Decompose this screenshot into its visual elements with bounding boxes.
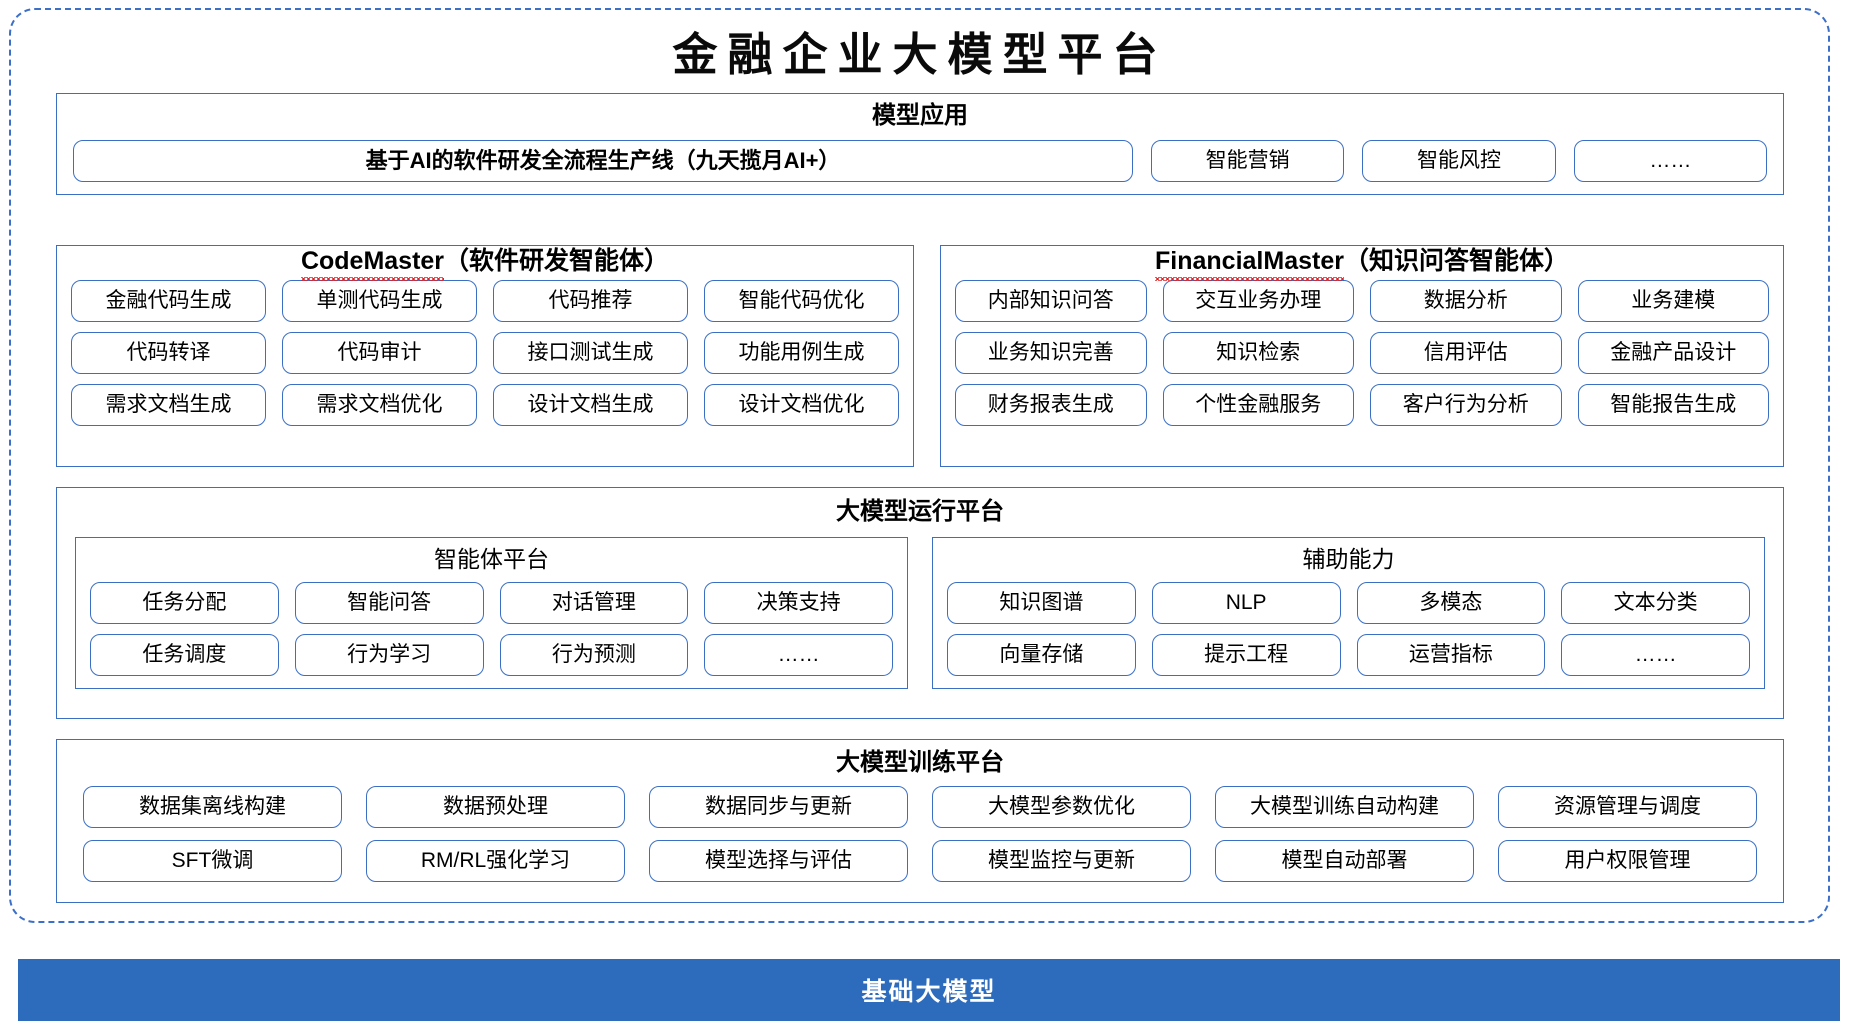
capability-item[interactable]: 大模型训练自动构建 [1215, 786, 1474, 828]
capability-item[interactable]: 交互业务办理 [1162, 280, 1354, 322]
capability-item[interactable]: 代码审计 [282, 332, 477, 374]
capability-item[interactable]: 任务分配 [90, 582, 279, 624]
support-capability-row-2: 向量存储 提示工程 运营指标 …… [947, 634, 1750, 676]
capability-item-ellipsis[interactable]: …… [704, 634, 893, 676]
section-model-applications: 模型应用 基于AI的软件研发全流程生产线（九天揽月AI+） 智能营销 智能风控 … [56, 93, 1784, 195]
capability-item[interactable]: 数据同步与更新 [649, 786, 908, 828]
capability-item[interactable]: 代码转译 [71, 332, 266, 374]
capability-item[interactable]: 决策支持 [704, 582, 893, 624]
subsection-agent-platform: 智能体平台 任务分配 智能问答 对话管理 决策支持 任务调度 行为学习 行为预测… [75, 537, 908, 689]
capability-item[interactable]: 智能问答 [294, 582, 484, 624]
capability-item[interactable]: 个性金融服务 [1162, 384, 1354, 426]
capability-item[interactable]: 模型选择与评估 [649, 840, 908, 882]
section-title-model-applications: 模型应用 [872, 102, 968, 129]
capability-item[interactable]: 设计文档生成 [493, 384, 688, 426]
capability-item[interactable]: 行为预测 [499, 634, 689, 676]
training-row-2: SFT微调 RM/RL强化学习 模型选择与评估 模型监控与更新 模型自动部署 用… [83, 840, 1757, 882]
diagram-outer-frame [9, 8, 1830, 923]
capability-item[interactable]: 信用评估 [1370, 332, 1562, 374]
capability-item[interactable]: 任务调度 [90, 634, 279, 676]
codemaster-name: CodeMaster [300, 247, 445, 281]
financialmaster-row-2: 业务知识完善 知识检索 信用评估 金融产品设计 [955, 332, 1769, 374]
financialmaster-suffix: （知识问答智能体） [1343, 247, 1569, 275]
section-codemaster: CodeMaster（软件研发智能体） 金融代码生成 单测代码生成 代码推荐 智… [56, 245, 914, 467]
agent-platform-row-2: 任务调度 行为学习 行为预测 …… [90, 634, 893, 676]
runtime-columns: 智能体平台 任务分配 智能问答 对话管理 决策支持 任务调度 行为学习 行为预测… [75, 537, 1765, 689]
financialmaster-capability-grid: 内部知识问答 交互业务办理 数据分析 业务建模 业务知识完善 知识检索 信用评估… [955, 280, 1769, 426]
capability-item[interactable]: 代码推荐 [493, 280, 688, 322]
page-title: 金融企业大模型平台 [672, 30, 1168, 80]
app-item-smart-marketing[interactable]: 智能营销 [1151, 140, 1345, 182]
capability-item[interactable]: 金融代码生成 [71, 280, 266, 322]
capability-item[interactable]: RM/RL强化学习 [366, 840, 625, 882]
financialmaster-row-3: 财务报表生成 个性金融服务 客户行为分析 智能报告生成 [955, 384, 1769, 426]
subsection-support-capability: 辅助能力 知识图谱 NLP 多模态 文本分类 向量存储 提示工程 运营指标 …… [932, 537, 1765, 689]
capability-item[interactable]: 对话管理 [499, 582, 689, 624]
capability-item[interactable]: 设计文档优化 [704, 384, 899, 426]
capability-item[interactable]: 数据集离线构建 [83, 786, 342, 828]
capability-item-ellipsis[interactable]: …… [1561, 634, 1750, 676]
capability-item[interactable]: SFT微调 [83, 840, 342, 882]
capability-item[interactable]: 多模态 [1356, 582, 1546, 624]
codemaster-capability-grid: 金融代码生成 单测代码生成 代码推荐 智能代码优化 代码转译 代码审计 接口测试… [71, 280, 899, 426]
capability-item[interactable]: 金融产品设计 [1577, 332, 1769, 374]
capability-item[interactable]: 智能代码优化 [704, 280, 899, 322]
capability-item[interactable]: 智能报告生成 [1577, 384, 1769, 426]
codemaster-row-3: 需求文档生成 需求文档优化 设计文档生成 设计文档优化 [71, 384, 899, 426]
financialmaster-row-1: 内部知识问答 交互业务办理 数据分析 业务建模 [955, 280, 1769, 322]
capability-item[interactable]: 业务建模 [1577, 280, 1769, 322]
section-model-training-platform: 大模型训练平台 数据集离线构建 数据预处理 数据同步与更新 大模型参数优化 大模… [56, 739, 1784, 903]
codemaster-suffix: （软件研发智能体） [444, 247, 670, 275]
agent-platform-row-1: 任务分配 智能问答 对话管理 决策支持 [90, 582, 893, 624]
capability-item[interactable]: 知识检索 [1162, 332, 1354, 374]
model-applications-row: 基于AI的软件研发全流程生产线（九天揽月AI+） 智能营销 智能风控 …… [73, 140, 1767, 182]
section-title-model-runtime-platform: 大模型运行平台 [836, 498, 1004, 525]
capability-item[interactable]: 资源管理与调度 [1498, 786, 1757, 828]
capability-item[interactable]: 提示工程 [1151, 634, 1341, 676]
subsection-title-support-capability: 辅助能力 [1302, 546, 1395, 572]
capability-item[interactable]: 模型自动部署 [1215, 840, 1474, 882]
capability-item[interactable]: 接口测试生成 [493, 332, 688, 374]
training-row-1: 数据集离线构建 数据预处理 数据同步与更新 大模型参数优化 大模型训练自动构建 … [83, 786, 1757, 828]
capability-item[interactable]: 需求文档优化 [282, 384, 477, 426]
capability-item[interactable]: 行为学习 [294, 634, 484, 676]
training-capability-grid: 数据集离线构建 数据预处理 数据同步与更新 大模型参数优化 大模型训练自动构建 … [83, 786, 1757, 882]
section-title-financialmaster: FinancialMaster（知识问答智能体） [941, 246, 1783, 281]
app-item-ellipsis[interactable]: …… [1573, 140, 1767, 182]
capability-item[interactable]: 大模型参数优化 [932, 786, 1191, 828]
financialmaster-name: FinancialMaster [1155, 247, 1344, 281]
codemaster-row-1: 金融代码生成 单测代码生成 代码推荐 智能代码优化 [71, 280, 899, 322]
capability-item[interactable]: 向量存储 [947, 634, 1136, 676]
section-model-runtime-platform: 大模型运行平台 智能体平台 任务分配 智能问答 对话管理 决策支持 任务调度 行… [56, 487, 1784, 719]
subsection-title-agent-platform: 智能体平台 [434, 546, 549, 572]
app-item-ai-sdlc-pipeline[interactable]: 基于AI的软件研发全流程生产线（九天揽月AI+） [73, 140, 1133, 182]
capability-item[interactable]: 单测代码生成 [282, 280, 477, 322]
base-model-bar: 基础大模型 [18, 959, 1840, 1021]
section-title-model-training-platform: 大模型训练平台 [836, 749, 1004, 776]
capability-item[interactable]: 文本分类 [1561, 582, 1750, 624]
capability-item[interactable]: 业务知识完善 [955, 332, 1147, 374]
capability-item[interactable]: 模型监控与更新 [932, 840, 1191, 882]
capability-item[interactable]: 数据预处理 [366, 786, 625, 828]
capability-item[interactable]: 功能用例生成 [704, 332, 899, 374]
capability-item[interactable]: 运营指标 [1356, 634, 1546, 676]
app-item-smart-risk-control[interactable]: 智能风控 [1362, 140, 1556, 182]
support-capability-row-1: 知识图谱 NLP 多模态 文本分类 [947, 582, 1750, 624]
capability-item[interactable]: 财务报表生成 [955, 384, 1147, 426]
capability-item[interactable]: 内部知识问答 [955, 280, 1147, 322]
capability-item[interactable]: 客户行为分析 [1370, 384, 1562, 426]
capability-item[interactable]: 知识图谱 [947, 582, 1136, 624]
section-financialmaster: FinancialMaster（知识问答智能体） 内部知识问答 交互业务办理 数… [940, 245, 1784, 467]
capability-item[interactable]: 需求文档生成 [71, 384, 266, 426]
section-title-codemaster: CodeMaster（软件研发智能体） [57, 246, 913, 281]
capability-item[interactable]: 数据分析 [1370, 280, 1562, 322]
codemaster-row-2: 代码转译 代码审计 接口测试生成 功能用例生成 [71, 332, 899, 374]
capability-item[interactable]: NLP [1151, 582, 1341, 624]
capability-item[interactable]: 用户权限管理 [1498, 840, 1757, 882]
